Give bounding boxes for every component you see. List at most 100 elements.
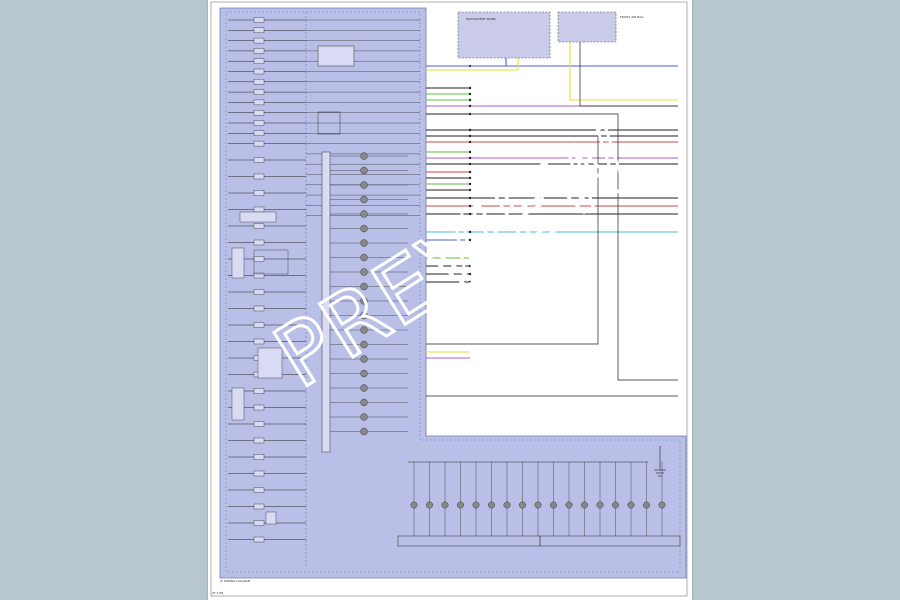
center-module (317, 45, 355, 67)
wire-node (468, 204, 472, 208)
left-row-connector (253, 130, 265, 137)
left-row-connector (253, 388, 265, 394)
wire-node (468, 256, 472, 260)
left-row-connector (253, 470, 265, 477)
indicator-lamp (360, 369, 368, 378)
left-row-connector (253, 520, 265, 526)
wire-node (468, 196, 472, 200)
bottom-lamp (565, 501, 573, 509)
wire-node (468, 104, 472, 108)
wire (426, 58, 519, 71)
left-row-connector (253, 48, 265, 54)
top-module-right-label: FRONT AIR BAG (620, 15, 644, 19)
left-row-connector (253, 120, 265, 126)
wire (426, 58, 507, 67)
bottom-lamp (503, 501, 511, 509)
bottom-connector-bar-right (539, 535, 681, 547)
cluster-panel-inner-dash (225, 11, 681, 573)
bottom-lamp (519, 501, 526, 509)
wiring-diagram: INSTRUMENT PANEL FRONT AIR BAG IC WIRING… (210, 1, 688, 597)
wire-node (468, 150, 472, 154)
wire-node (468, 86, 472, 90)
bottom-lamp (472, 501, 480, 509)
left-row-connector (253, 503, 265, 510)
bottom-lamp (612, 501, 619, 509)
indicator-lamp (360, 398, 368, 407)
left-block (231, 247, 245, 279)
bottom-lamp (457, 501, 464, 509)
wire-node (468, 170, 472, 174)
wire-node (468, 156, 472, 160)
left-row-connector (253, 272, 265, 279)
left-row-connector (253, 157, 265, 163)
left-row-connector (253, 404, 265, 411)
left-row-connector (253, 421, 265, 427)
wire-node (468, 280, 472, 284)
indicator-lamp (360, 239, 368, 247)
left-row-connector (253, 68, 265, 75)
indicator-lamp (360, 166, 368, 175)
indicator-lamp (360, 210, 368, 218)
indicator-lamp (360, 355, 368, 363)
wire-node (468, 98, 472, 102)
indicator-lamp (360, 152, 368, 160)
center-module (317, 111, 341, 135)
wire-node (468, 140, 472, 144)
left-row-connector (253, 437, 265, 444)
left-row-connector (253, 322, 265, 328)
bottom-lamp-row (408, 461, 666, 536)
indicator-lamp (360, 268, 368, 276)
bottom-lamp (581, 501, 588, 509)
indicator-lamp (360, 224, 368, 233)
bottom-lamp (658, 501, 666, 509)
sheet-border (210, 1, 688, 597)
wire-node (468, 134, 472, 138)
diagram-sheet: INSTRUMENT PANEL FRONT AIR BAG IC WIRING… (208, 0, 692, 600)
indicator-lamp-list (317, 45, 408, 453)
left-row-connector (253, 239, 265, 246)
wire-node (468, 230, 472, 234)
wire-node (468, 272, 472, 276)
bottom-lamp (534, 501, 542, 509)
indicator-lamp (360, 297, 368, 305)
bottom-lamp (627, 501, 635, 509)
bottom-lamp (410, 501, 418, 509)
left-row-connector (253, 206, 265, 213)
left-row-connector (253, 338, 265, 345)
top-module-center (457, 11, 551, 59)
wire-node (468, 238, 472, 242)
ground-symbol (654, 446, 666, 477)
left-block (231, 387, 245, 421)
left-block (257, 347, 283, 379)
wire (426, 113, 678, 381)
wire-node (468, 92, 472, 96)
bottom-lamp (488, 501, 495, 509)
wire-node (468, 212, 472, 216)
indicator-lamp (360, 181, 368, 189)
left-block (253, 249, 289, 275)
center-bus-bar (321, 151, 331, 453)
top-module-center-label: INSTRUMENT PANEL (466, 17, 496, 21)
bottom-lamp (643, 501, 650, 509)
indicator-lamp (360, 340, 368, 349)
left-row-connector (253, 454, 265, 460)
wire-node (468, 264, 472, 268)
indicator-lamp (360, 282, 368, 291)
footer-label: IC WIRING DIAGRAM (220, 579, 251, 583)
left-row-connector (253, 173, 265, 180)
wire-harness (426, 42, 678, 397)
left-row-connector (253, 289, 265, 295)
left-row-connector (253, 140, 265, 147)
wire-node (468, 162, 472, 166)
left-row-connector (253, 109, 265, 116)
wire-node (468, 188, 472, 192)
left-row-connector (253, 58, 265, 64)
wire-node (468, 182, 472, 186)
left-row-connector (253, 27, 265, 33)
indicator-lamp (360, 427, 368, 436)
indicator-lamp (360, 413, 368, 421)
left-row-connector (253, 17, 265, 23)
wire (569, 42, 678, 101)
wire (426, 129, 599, 345)
left-row-connector (253, 536, 265, 543)
